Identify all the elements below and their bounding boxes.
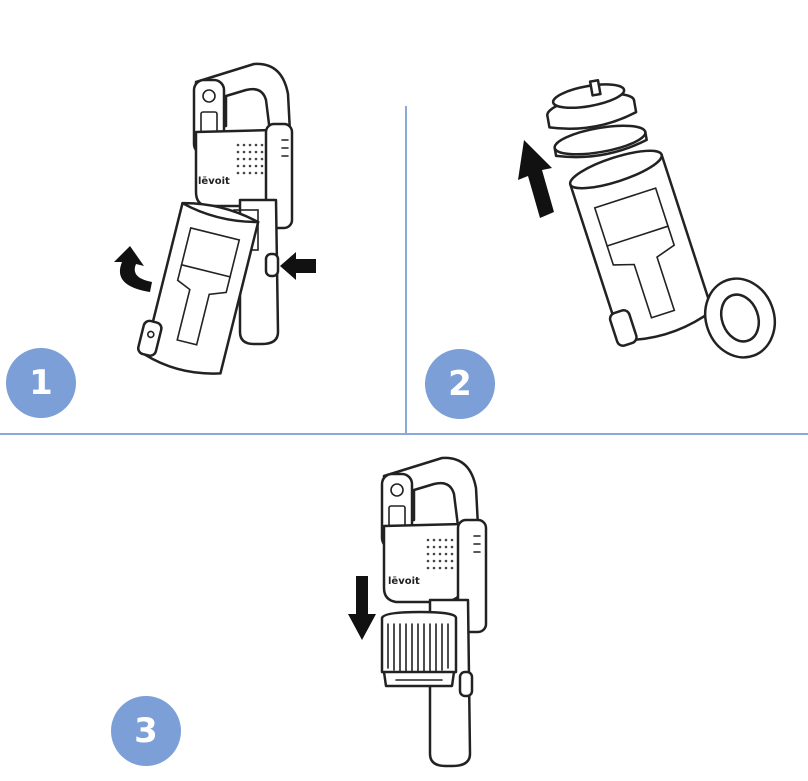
motor-body	[194, 128, 274, 208]
down-arrow-icon	[348, 576, 376, 640]
dust-bin-open	[568, 149, 714, 347]
bin-lid-open	[703, 277, 777, 359]
vent-dots-3	[426, 538, 454, 570]
release-button	[264, 252, 280, 278]
motor-body-3	[382, 522, 464, 604]
step-2-illustration	[518, 79, 777, 359]
vent-dots	[236, 143, 264, 175]
filter-ring	[553, 124, 648, 159]
brand-label-1: lēvoit	[198, 176, 230, 187]
step-badge-3: 3	[111, 696, 181, 766]
step-number-2: 2	[448, 364, 472, 404]
curved-arrow-icon	[114, 246, 152, 292]
step-badge-2: 2	[425, 349, 495, 419]
dust-bin-tilted	[137, 201, 260, 375]
step-number-1: 1	[29, 363, 53, 403]
up-arrow-icon	[518, 140, 554, 218]
brand-label-3: lēvoit	[388, 576, 420, 587]
push-arrow-icon	[280, 252, 316, 280]
step-1-illustration: lēvoit	[114, 62, 316, 375]
step-badge-1: 1	[6, 348, 76, 418]
step-3-illustration: lēvoit	[348, 456, 488, 768]
filter-cap	[546, 79, 638, 131]
filter-cartridge	[380, 610, 458, 688]
step-number-3: 3	[134, 711, 158, 751]
